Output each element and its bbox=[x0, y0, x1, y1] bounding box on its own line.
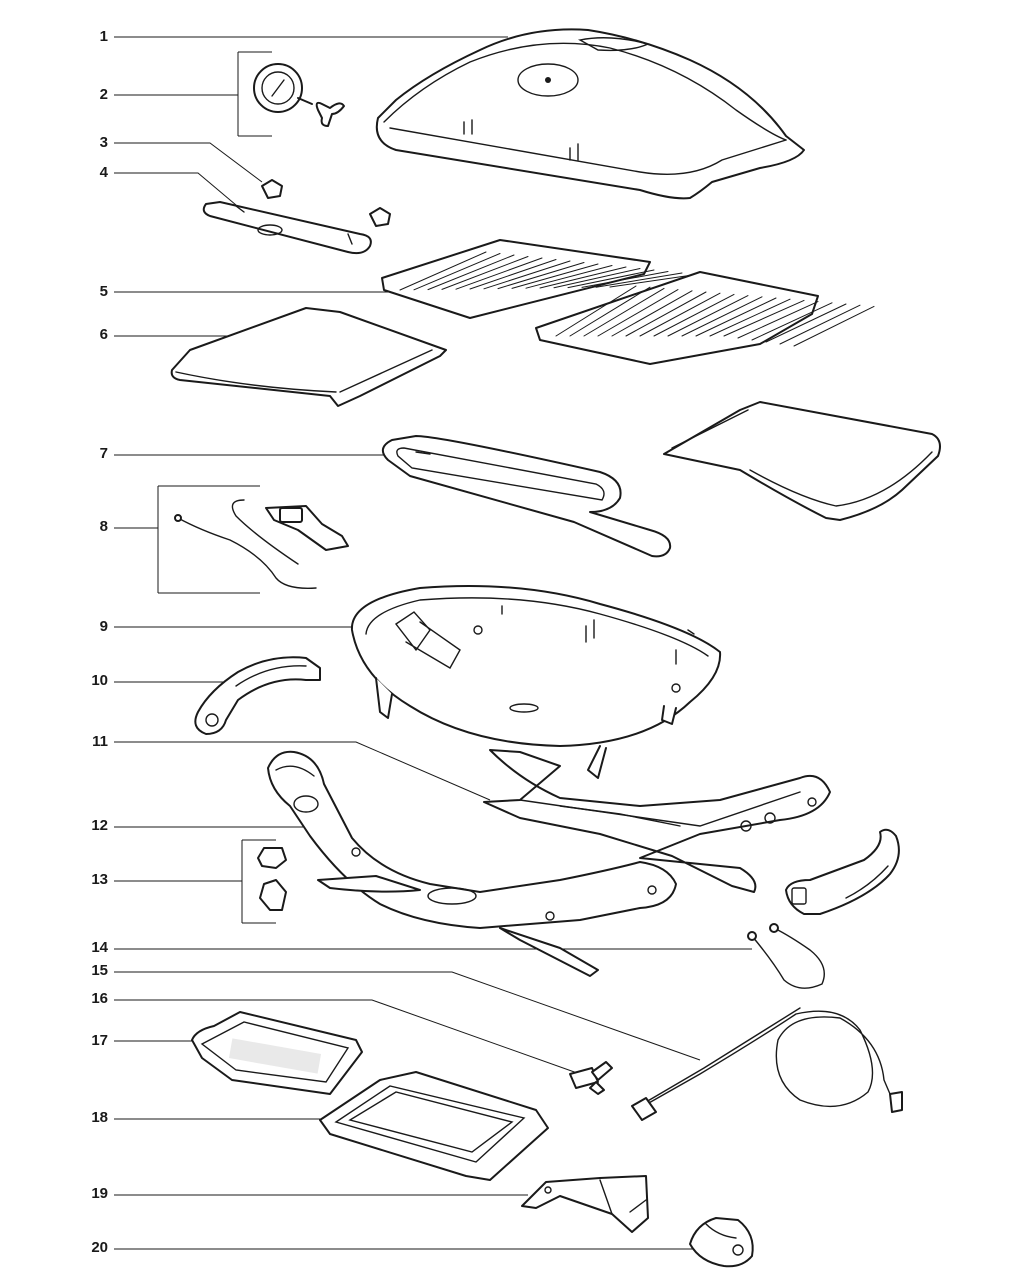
callout-1: 1 bbox=[99, 28, 108, 45]
callout-4: 4 bbox=[99, 164, 108, 181]
callout-8: 8 bbox=[99, 518, 108, 535]
callout-9: 9 bbox=[99, 618, 108, 635]
part-leg-frame-back bbox=[483, 749, 831, 893]
part-hose-clip bbox=[747, 923, 825, 989]
callout-3: 3 bbox=[99, 134, 108, 151]
callout-5: 5 bbox=[99, 283, 108, 300]
callout-14: 14 bbox=[91, 939, 108, 956]
callout-13: 13 bbox=[91, 871, 108, 888]
callout-12: 12 bbox=[91, 817, 108, 834]
part-front-handle-left bbox=[194, 656, 321, 735]
part-cooking-grates bbox=[381, 239, 875, 365]
part-burner-tube bbox=[381, 435, 672, 558]
part-lid bbox=[375, 28, 805, 200]
callout-7: 7 bbox=[99, 445, 108, 462]
callout-16: 16 bbox=[91, 990, 108, 1007]
part-cookbox bbox=[350, 585, 722, 779]
part-drip-pan bbox=[191, 1011, 363, 1095]
callout-17: 17 bbox=[91, 1032, 108, 1049]
callout-10: 10 bbox=[91, 672, 108, 689]
callout-2: 2 bbox=[99, 86, 108, 103]
part-heat-deflector bbox=[521, 1175, 649, 1233]
part-valve bbox=[569, 1061, 613, 1095]
callout-19: 19 bbox=[91, 1185, 108, 1202]
part-handle-nuts bbox=[261, 179, 391, 227]
part-rear-handle bbox=[785, 828, 900, 915]
callout-18: 18 bbox=[91, 1109, 108, 1126]
part-side-table-right bbox=[663, 401, 941, 521]
part-bushings bbox=[257, 847, 287, 911]
callout-20: 20 bbox=[91, 1239, 108, 1256]
callout-15: 15 bbox=[91, 962, 108, 979]
part-regulator-hose bbox=[631, 1007, 903, 1121]
part-drip-tray bbox=[319, 1071, 549, 1181]
callout-11: 11 bbox=[92, 733, 108, 750]
part-igniter-wire bbox=[174, 499, 349, 589]
part-side-table-left bbox=[170, 307, 447, 407]
part-thermometer bbox=[253, 63, 345, 127]
leader-lines bbox=[114, 36, 752, 1250]
part-leg-frame-front bbox=[267, 750, 677, 977]
part-lid-handle bbox=[202, 201, 372, 255]
callout-6: 6 bbox=[99, 326, 108, 343]
part-control-knob bbox=[689, 1217, 754, 1268]
